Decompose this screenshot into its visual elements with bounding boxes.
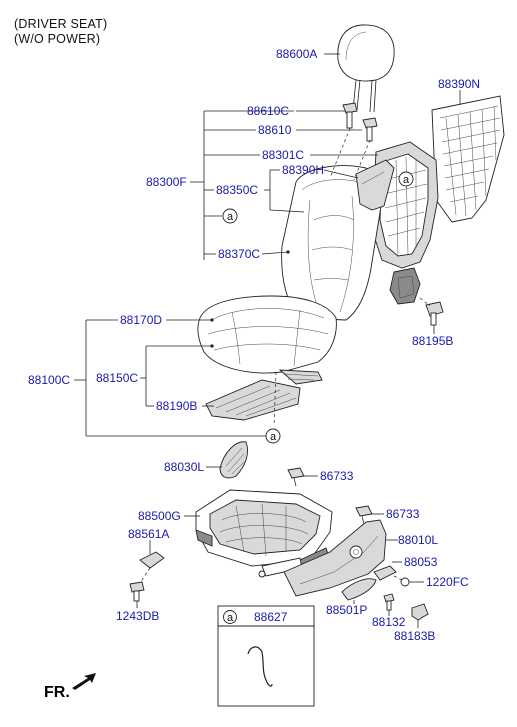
headrest-drawing [337, 24, 395, 113]
label-cushion-assy: 88100C [28, 373, 70, 387]
seatback-board-drawing [355, 159, 395, 211]
label-back-cover: 88390N [438, 77, 480, 91]
part-labels: 88600A 88390N 88610C 88610 88301C 88390H… [28, 47, 480, 643]
label-back-assy: 88300F [146, 175, 187, 189]
label-clip-lower: 86733 [386, 507, 420, 521]
label-bolt-lower: 1243DB [116, 609, 159, 623]
svg-text:a: a [270, 431, 277, 443]
label-cushion-pad: 88150C [96, 371, 138, 385]
label-cushion-mat: 88190B [156, 399, 197, 413]
headrest-guides [342, 102, 378, 142]
recliner-knob-drawing [373, 565, 403, 581]
cushion-mat-drawing [205, 369, 323, 421]
label-side-shield: 88010L [398, 533, 438, 547]
screw-upper-drawing [400, 577, 418, 587]
label-lever: 88501P [326, 603, 367, 617]
cap-drawing [411, 603, 429, 621]
label-clip-upper: 86733 [320, 469, 354, 483]
label-cover: 88561A [128, 527, 169, 541]
lever-drawing [341, 578, 377, 601]
label-screw-upper: 1220FC [426, 575, 469, 589]
ref-marker-cushion: a [265, 428, 281, 444]
label-bolt-back: 88195B [412, 334, 453, 348]
seatback-drawing [281, 165, 383, 321]
label-cap: 88183B [394, 629, 435, 643]
label-trim: 88030L [164, 460, 204, 474]
detail-box-part: 88627 [254, 610, 288, 624]
label-cushion-frame: 88500G [138, 509, 181, 523]
label-back-frame: 88301C [262, 148, 304, 162]
label-headrest: 88600A [276, 47, 317, 61]
screw-lower-drawing [383, 593, 395, 611]
detail-box-marker: a [227, 612, 234, 624]
label-back-pad: 88350C [216, 183, 258, 197]
diagram-variant-title: (DRIVER SEAT) [14, 17, 108, 31]
detail-box: a 88627 [217, 605, 315, 707]
label-screw-lower: 88132 [372, 615, 406, 629]
cover-small-drawing [139, 551, 165, 569]
label-back-covering: 88370C [218, 247, 260, 261]
seatback-bolt-drawing [419, 297, 444, 326]
label-back-board: 88390H [282, 163, 324, 177]
svg-text:a: a [227, 211, 234, 223]
cushion-drawing [197, 295, 337, 374]
svg-text:a: a [403, 174, 410, 186]
ref-marker-bracket: a [222, 208, 238, 224]
clip-upper-drawing [287, 467, 305, 487]
diagram-variant-subtitle: (W/O POWER) [14, 32, 101, 46]
front-direction-indicator: FR. [44, 673, 96, 701]
label-bracket-lower: 88610 [258, 123, 292, 137]
bolt-lower-drawing [129, 581, 145, 602]
front-direction-label: FR. [44, 684, 70, 701]
ref-marker-seatback: a [398, 171, 414, 187]
label-bracket-upper: 88610C [247, 104, 289, 118]
label-cushion-covering: 88170D [120, 313, 162, 327]
leader-lines [74, 53, 461, 628]
side-shield-drawing [283, 519, 387, 597]
label-knob: 88053 [404, 555, 438, 569]
seatback-rear-cover-drawing [431, 95, 505, 223]
trim-panel-drawing [219, 441, 248, 479]
